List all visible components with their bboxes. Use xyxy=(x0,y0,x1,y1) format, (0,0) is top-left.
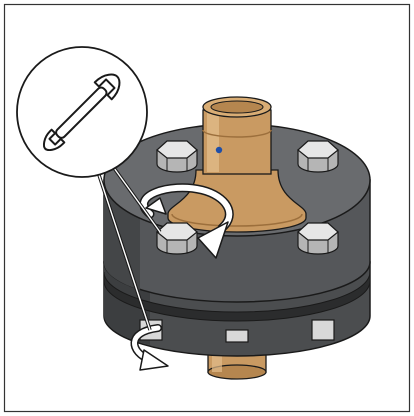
hex-bolt-head xyxy=(157,141,197,172)
hex-bolt-head xyxy=(298,141,338,172)
lower-nut xyxy=(226,330,248,342)
tool-callout xyxy=(17,47,147,177)
hex-bolt-head xyxy=(157,223,197,254)
hex-bolt-head xyxy=(298,223,338,254)
upper-marker-dot xyxy=(216,147,222,153)
lower-nut xyxy=(312,320,334,340)
